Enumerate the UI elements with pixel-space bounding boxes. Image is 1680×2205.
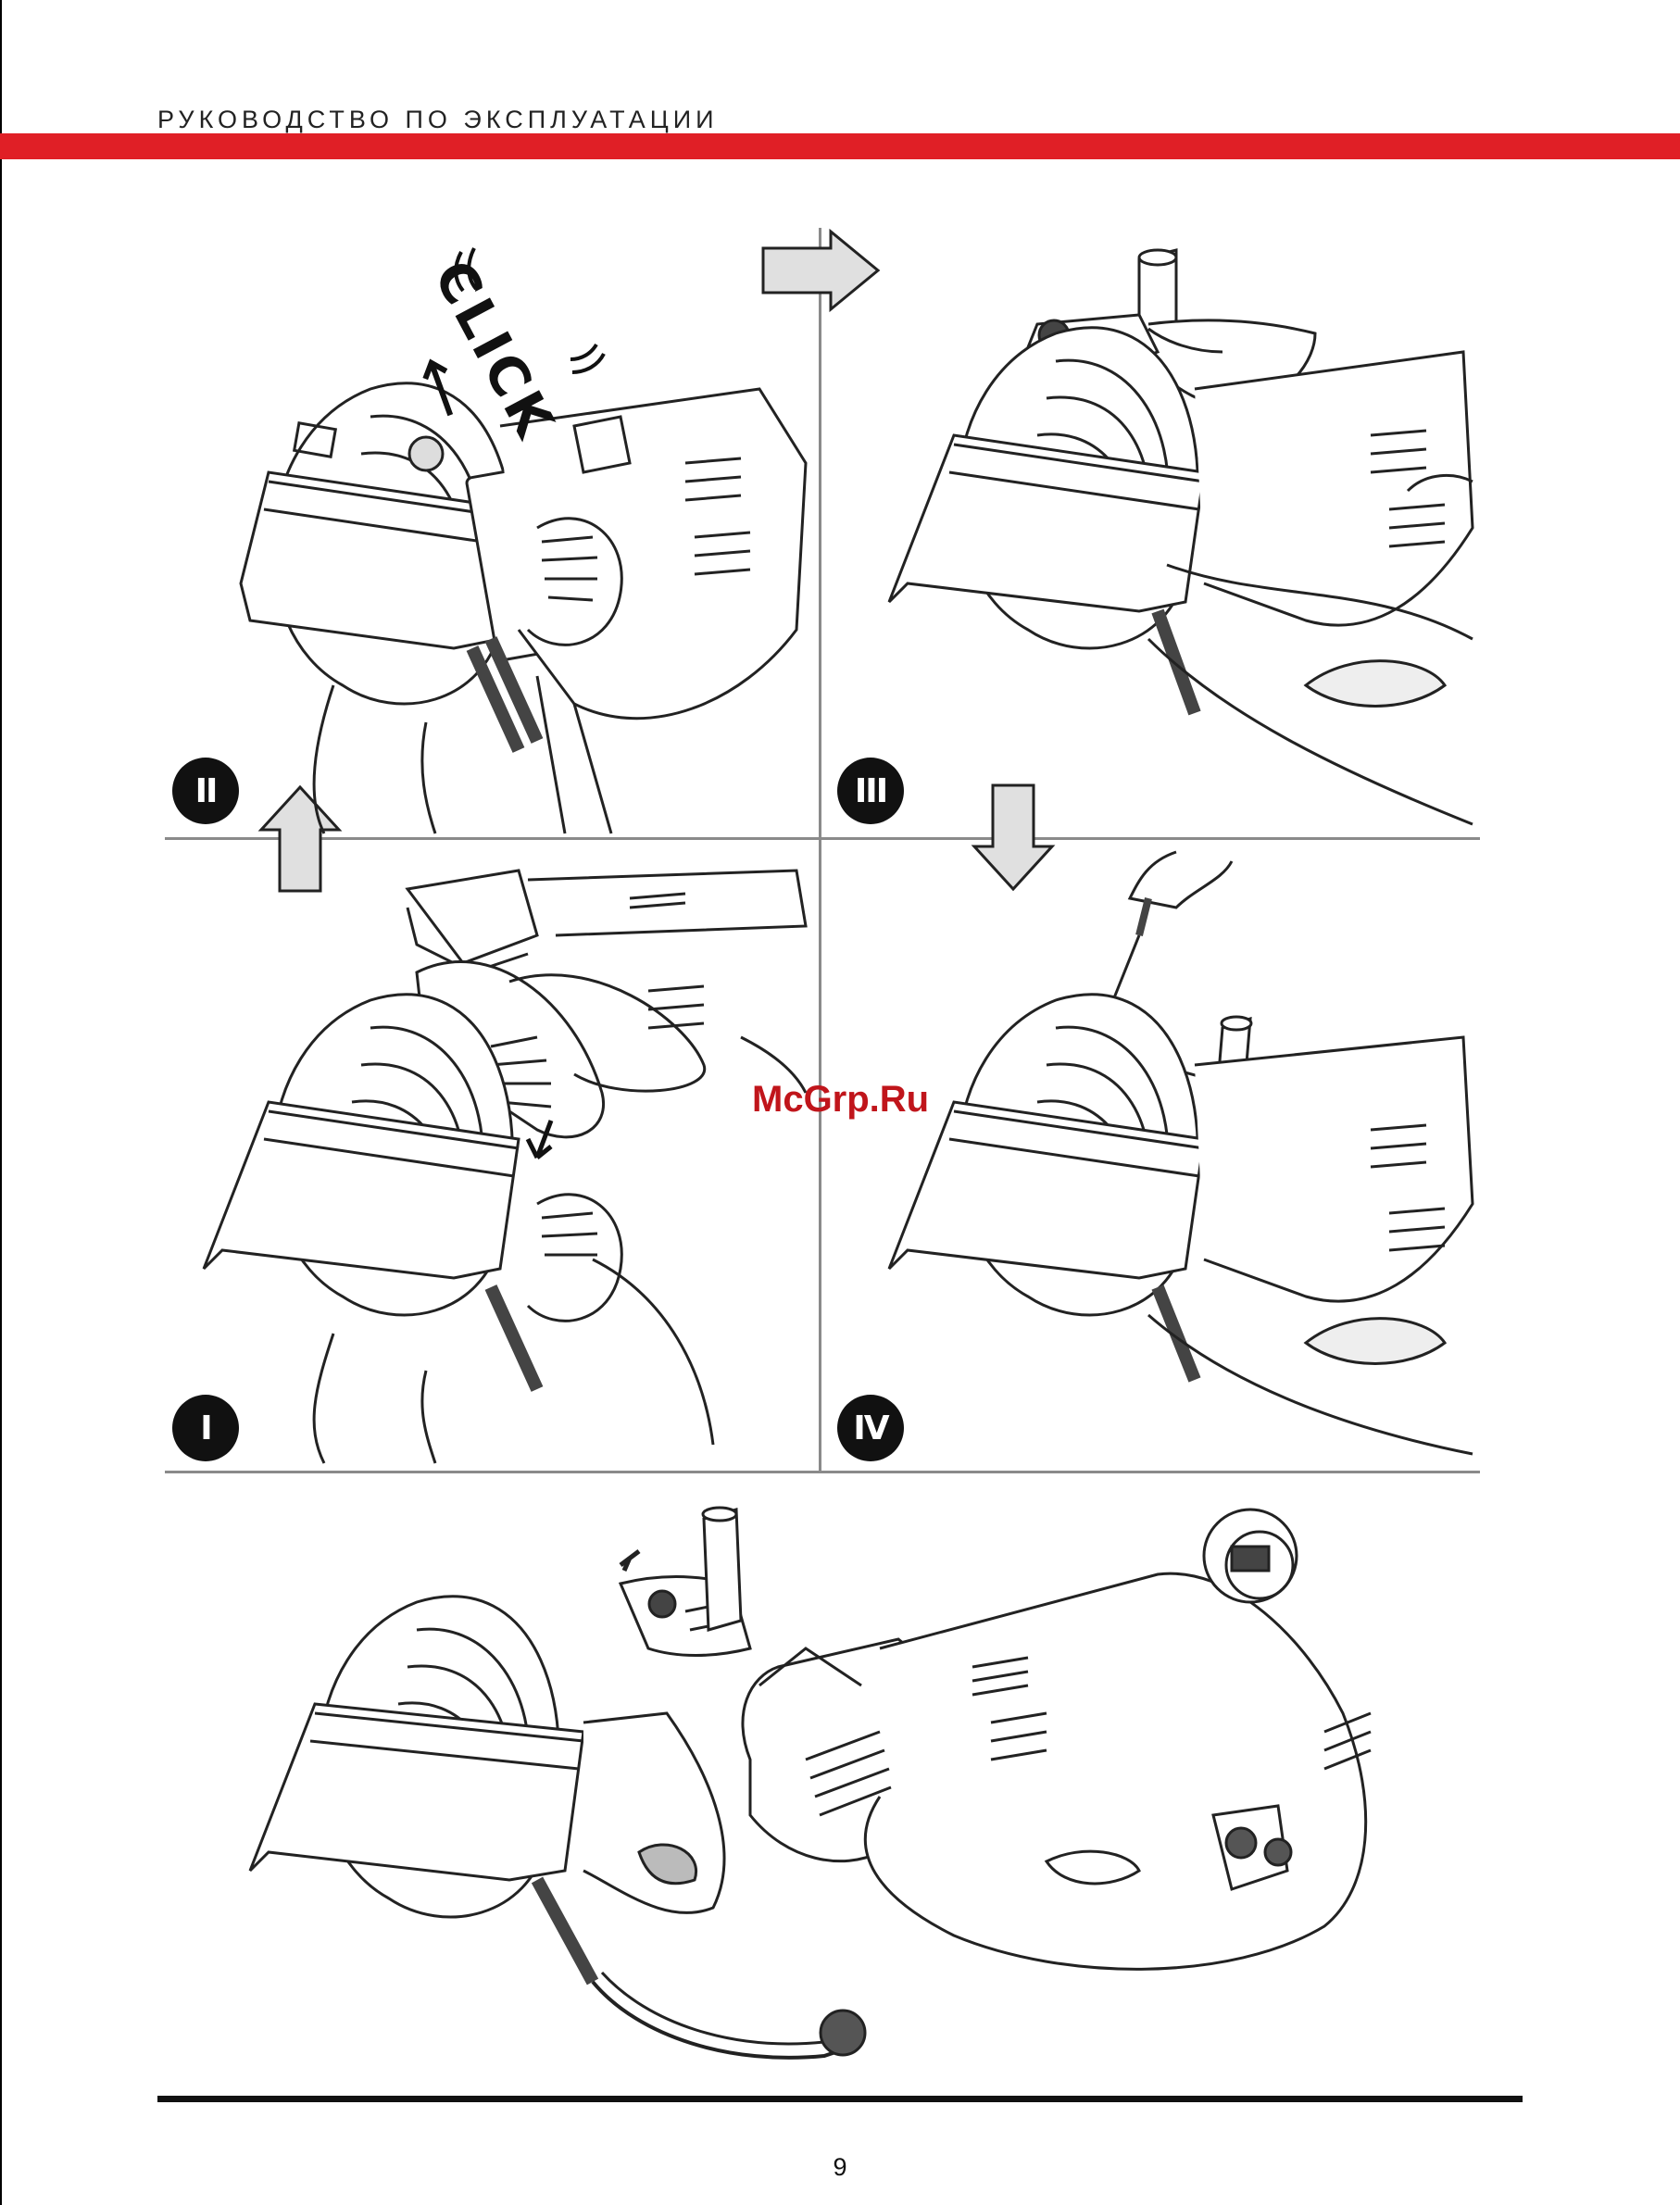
sound-lines-icon: [452, 243, 609, 400]
panel-divider-vertical: [819, 228, 821, 1472]
panel-divider-bottom: [165, 1471, 1480, 1473]
watermark-text: McGrp.Ru: [752, 1079, 929, 1121]
step-badge-3: III: [837, 758, 904, 824]
illustration-step-1: [185, 852, 815, 1463]
illustration-step-4: [871, 852, 1473, 1463]
step-badge-4: IV: [837, 1395, 904, 1461]
page-border: [0, 0, 2, 2205]
page-header-title: РУКОВОДСТВО ПО ЭКСПЛУАТАЦИИ: [157, 106, 719, 134]
arrow-right-icon: [761, 230, 882, 313]
panel-divider-horizontal: [165, 837, 1480, 840]
illustration-step-3: [871, 250, 1473, 833]
page-number: 9: [0, 2153, 1680, 2182]
illustration-assembled: [232, 1500, 1473, 2074]
step-badge-1: I: [172, 1395, 239, 1461]
header-accent-bar: [0, 133, 1680, 159]
step-badge-2: II: [172, 758, 239, 824]
footer-rule: [157, 2096, 1523, 2102]
